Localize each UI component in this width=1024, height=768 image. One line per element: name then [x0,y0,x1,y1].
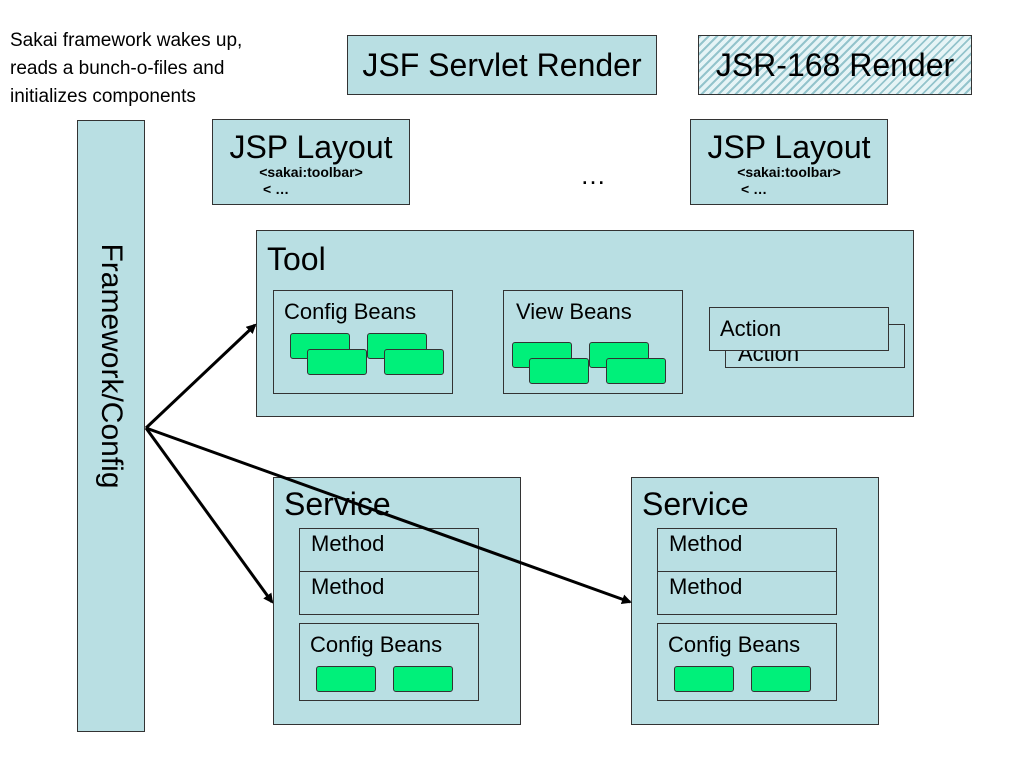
jsr-168-render-label: JSR-168 Render [715,46,955,83]
jsp-layout-tag: <sakai:toolbar> [259,164,363,180]
layout-ellipsis: … [580,160,606,190]
jsp-layout-tag: <sakai:toolbar> [737,164,841,180]
config-bean [393,666,453,692]
intro-text: Sakai framework wakes up, reads a bunch-… [10,27,310,111]
tool-config-beans-label: Config Beans [284,299,417,324]
service-box-left: Service Method Method Config Beans [273,477,521,725]
service-title: Service [284,486,391,522]
jsp-layout-box-left: JSP Layout <sakai:toolbar> < … [212,119,410,205]
service-config-beans-panel: Config Beans [657,623,837,701]
intro-line-1: Sakai framework wakes up, [10,30,243,51]
method-row: Method [657,571,837,615]
arrow-to-service-left [144,427,274,604]
framework-config-bar: Framework/Config [77,120,145,732]
tool-title: Tool [267,241,326,277]
tool-view-beans-panel: View Beans [503,290,683,394]
service-config-beans-label: Config Beans [668,632,801,657]
config-bean [751,666,811,692]
service-config-beans-label: Config Beans [310,632,443,657]
service-box-right: Service Method Method Config Beans [631,477,879,725]
jsp-layout-more: < … [741,181,768,197]
view-bean [529,358,589,384]
config-bean [316,666,376,692]
action-label-front: Action [720,316,782,341]
config-bean [307,349,367,375]
jsr-168-render-box: JSR-168 Render [698,35,972,95]
intro-line-3: initializes components [10,86,196,107]
service-title: Service [642,486,749,522]
jsf-servlet-render-box: JSF Servlet Render [347,35,657,95]
jsp-layout-title: JSP Layout [229,129,393,165]
arrow-to-tool [144,323,257,430]
config-bean [384,349,444,375]
intro-line-2: reads a bunch-o-files and [10,58,225,79]
jsp-layout-title: JSP Layout [707,129,871,165]
tool-config-beans-panel: Config Beans [273,290,453,394]
service-config-beans-panel: Config Beans [299,623,479,701]
tool-view-beans-label: View Beans [516,299,632,324]
method-row: Method [299,571,479,615]
action-box-front: Action [709,307,889,351]
view-bean [606,358,666,384]
jsp-layout-more: < … [263,181,290,197]
tool-box: Tool Config Beans View Beans Action Acti… [256,230,914,417]
jsp-layout-box-right: JSP Layout <sakai:toolbar> < … [690,119,888,205]
config-bean [674,666,734,692]
arrow-to-service-right [145,426,632,604]
jsf-servlet-render-label: JSF Servlet Render [362,46,642,83]
